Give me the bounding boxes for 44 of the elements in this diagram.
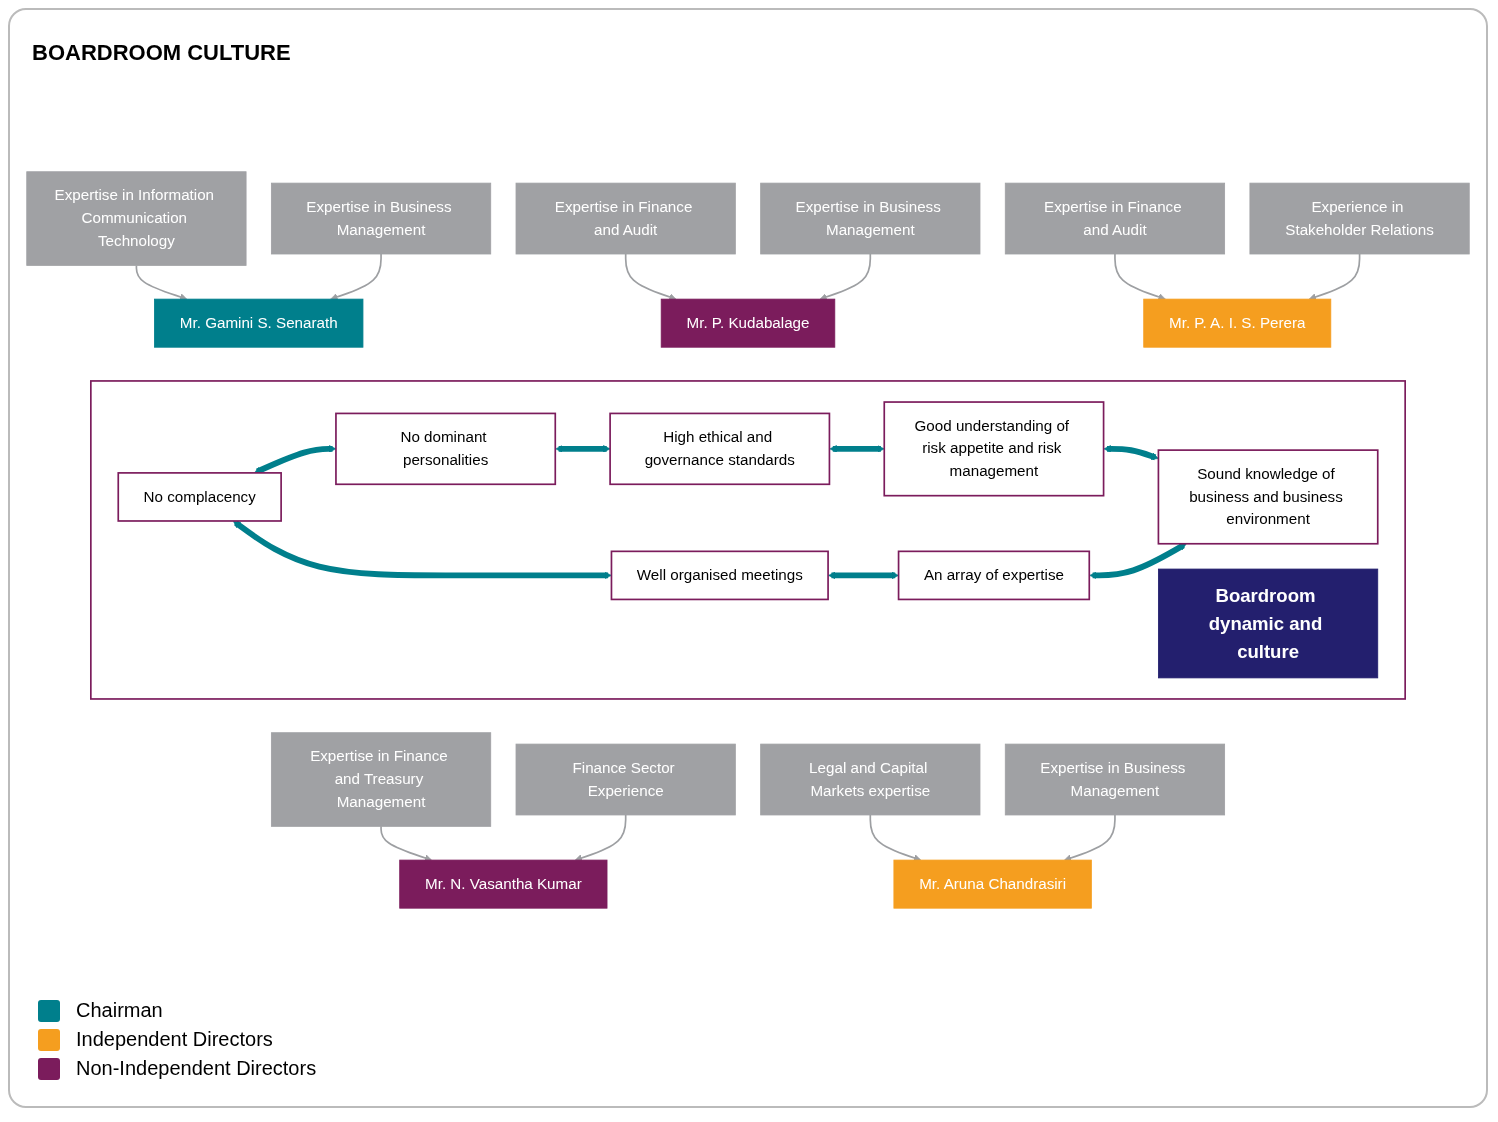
arrow bbox=[574, 814, 627, 862]
arrow bbox=[819, 253, 872, 301]
node-box: Expertise in Business Management bbox=[270, 182, 492, 255]
node-box: Well organised meetings bbox=[610, 550, 829, 601]
arrow bbox=[1064, 814, 1116, 862]
legend-label: Non-Independent Directors bbox=[76, 1057, 317, 1080]
arrow bbox=[380, 825, 432, 862]
arrow bbox=[135, 264, 188, 301]
node-box: Mr. Aruna Chandrasiri bbox=[893, 859, 1092, 909]
arrow bbox=[1103, 445, 1159, 461]
node-box: Mr. Gamini S. Senarath bbox=[154, 298, 364, 348]
arrow bbox=[233, 520, 612, 580]
node-box: Expertise in Information Communication Technology bbox=[26, 171, 247, 266]
node-box: Legal and Capital Markets expertise bbox=[760, 743, 981, 816]
node-box: Sound knowledge of business and business environment bbox=[1157, 449, 1379, 545]
arrow bbox=[555, 445, 611, 453]
node-box: Mr. N. Vasantha Kumar bbox=[399, 859, 608, 909]
node-box: Mr. P. A. I. S. Perera bbox=[1143, 298, 1332, 348]
node-box: No dominant personalities bbox=[335, 412, 557, 486]
node-box: Expertise in Business Management bbox=[760, 182, 981, 255]
node-box: No complacency bbox=[117, 472, 282, 522]
diagram-title: BOARDROOM CULTURE bbox=[32, 40, 291, 66]
arrow bbox=[829, 445, 885, 453]
node-box: High ethical and governance standards bbox=[609, 412, 831, 486]
node-box: Mr. P. Kudabalage bbox=[660, 298, 836, 348]
arrow bbox=[1308, 253, 1361, 301]
node-box: Good understanding of risk appetite and risk management bbox=[883, 401, 1105, 497]
node-box: Experience in Stakeholder Relations bbox=[1249, 182, 1470, 255]
node-box: An array of expertise bbox=[897, 550, 1091, 601]
arrow bbox=[828, 571, 899, 580]
node-box: Boardroom dynamic and culture bbox=[1158, 568, 1379, 679]
cluster bbox=[90, 380, 1406, 700]
arrow bbox=[330, 253, 382, 301]
legend-label: Chairman bbox=[76, 999, 163, 1022]
node-box: Expertise in Finance and Audit bbox=[515, 182, 736, 255]
arrow bbox=[1089, 542, 1187, 580]
arrow bbox=[1114, 253, 1166, 301]
arrow bbox=[624, 253, 677, 301]
node-box: Expertise in Finance and Audit bbox=[1004, 182, 1226, 255]
node-box: Finance Sector Experience bbox=[515, 743, 736, 816]
node-box: Expertise in Business Management bbox=[1004, 743, 1226, 816]
legend-label: Independent Directors bbox=[76, 1028, 273, 1051]
arrow bbox=[869, 814, 922, 862]
node-box: Expertise in Finance and Treasury Management bbox=[270, 732, 492, 827]
